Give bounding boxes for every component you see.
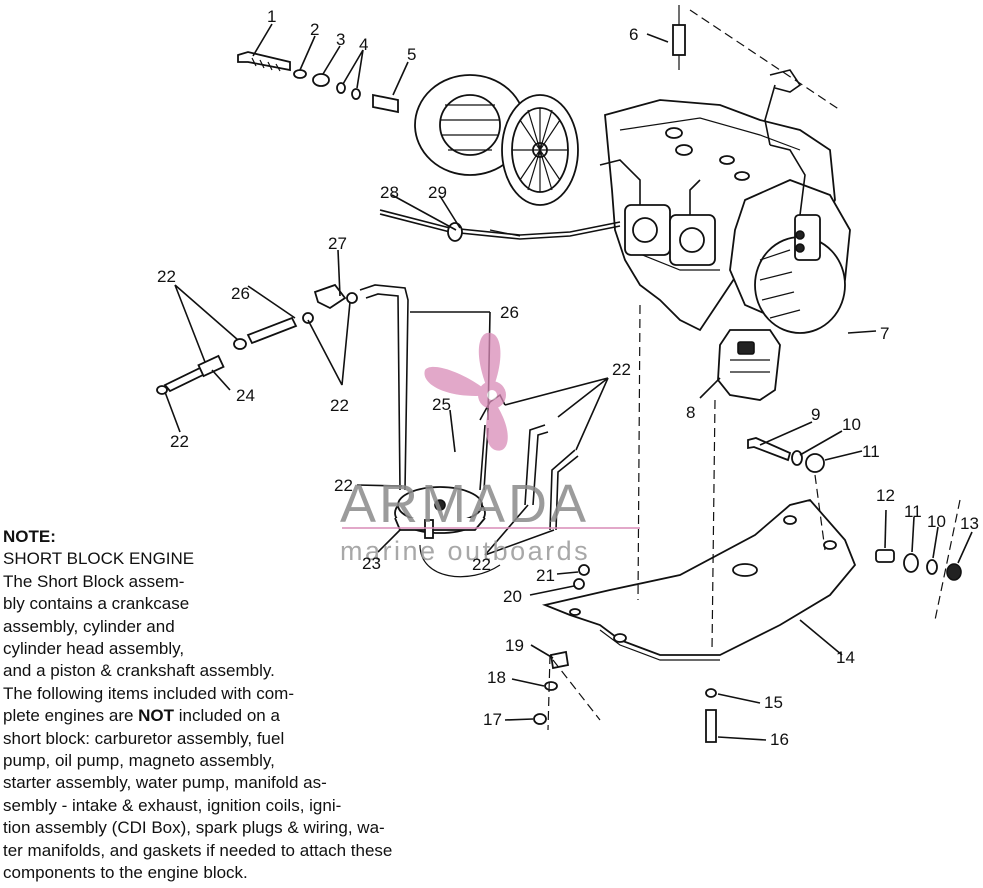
callout-25: 25 <box>432 395 451 414</box>
callout-14: 14 <box>836 648 855 667</box>
note-line-3: bly contains a crankcase <box>3 594 190 614</box>
note-line-14: ter manifolds, and gaskets if needed to … <box>3 840 393 860</box>
callout-16: 16 <box>770 730 789 749</box>
mounting-plate <box>541 498 857 661</box>
callout-labels: 1 2 3 4 5 6 7 8 9 10 11 12 11 10 13 14 1… <box>157 7 979 749</box>
engine-block <box>604 99 836 332</box>
callout-19: 19 <box>505 636 524 655</box>
callout-10b: 10 <box>927 512 946 531</box>
callout-27: 27 <box>328 234 347 253</box>
note-line-5: cylinder head assembly, <box>3 639 185 659</box>
callout-11a: 11 <box>862 442 880 461</box>
callout-24: 24 <box>236 386 255 405</box>
callout-8: 8 <box>686 403 695 422</box>
note-line-10: pump, oil pump, magneto assembly, <box>3 751 275 771</box>
callout-29: 29 <box>428 183 447 202</box>
callout-22e: 22 <box>334 476 353 495</box>
note-line-2: The Short Block assem- <box>3 571 185 591</box>
watermark-brand: ARMADA <box>340 474 589 534</box>
callout-22f: 22 <box>472 555 491 574</box>
magneto-starter <box>717 179 851 401</box>
callout-17: 17 <box>483 710 502 729</box>
callout-3: 3 <box>336 30 345 49</box>
callout-9: 9 <box>811 405 820 424</box>
callout-7: 7 <box>880 324 889 343</box>
callout-26b: 26 <box>500 303 519 322</box>
fuel-pump <box>394 486 486 539</box>
note-line-15: components to the engine block. <box>3 863 248 883</box>
watermark-logo <box>342 332 640 529</box>
callout-2: 2 <box>310 20 319 39</box>
short-block-note: NOTE: SHORT BLOCK ENGINE The Short Block… <box>3 526 483 885</box>
callout-11b: 11 <box>904 502 922 521</box>
note-line-4: assembly, cylinder and <box>3 616 175 636</box>
callout-10a: 10 <box>842 415 861 434</box>
note-line-11: starter assembly, water pump, manifold a… <box>3 773 327 793</box>
callout-5: 5 <box>407 45 416 64</box>
callout-22c: 22 <box>330 396 349 415</box>
callout-22a: 22 <box>157 267 176 286</box>
drive-clutch <box>414 74 579 206</box>
callout-18: 18 <box>487 668 506 687</box>
callout-1: 1 <box>267 7 276 26</box>
callout-28: 28 <box>380 183 399 202</box>
callout-6: 6 <box>629 25 638 44</box>
note-line-8-start: plete engines are <box>3 706 139 726</box>
callout-22b: 22 <box>170 432 189 451</box>
note-line-1: SHORT BLOCK ENGINE <box>3 549 195 569</box>
note-title: NOTE: <box>3 527 56 546</box>
oil-line-parts <box>156 283 358 395</box>
callout-21: 21 <box>536 566 555 585</box>
note-line-9: short block: carburetor assembly, fuel <box>3 728 285 748</box>
note-line-7: The following items included with com- <box>3 683 295 703</box>
note-line-13: tion assembly (CDI Box), spark plugs & w… <box>3 818 385 838</box>
callout-12: 12 <box>876 486 895 505</box>
ignition-coil <box>672 5 821 261</box>
note-bold-not: NOT <box>138 706 175 726</box>
watermark-tagline: marine outboards <box>340 536 590 566</box>
callout-23: 23 <box>362 554 381 573</box>
clutch-bolt-stack <box>237 51 399 114</box>
note-line-8: plete engines are NOT included on a <box>3 705 483 727</box>
callout-26a: 26 <box>231 284 250 303</box>
assembly-centerlines <box>547 9 961 731</box>
fuel-lines <box>359 284 579 578</box>
fasteners <box>533 437 962 743</box>
callout-4: 4 <box>359 35 368 54</box>
throttle-cable <box>379 209 621 242</box>
note-line-6: and a piston & crankshaft assembly. <box>3 661 275 681</box>
carburetor-assembly <box>599 159 716 266</box>
callout-13: 13 <box>960 514 979 533</box>
note-line-8-end: included on a <box>174 706 280 726</box>
callout-20: 20 <box>503 587 522 606</box>
callout-15: 15 <box>764 693 783 712</box>
note-line-12: sembly - intake & exhaust, ignition coil… <box>3 795 342 815</box>
callout-22d: 22 <box>612 360 631 379</box>
